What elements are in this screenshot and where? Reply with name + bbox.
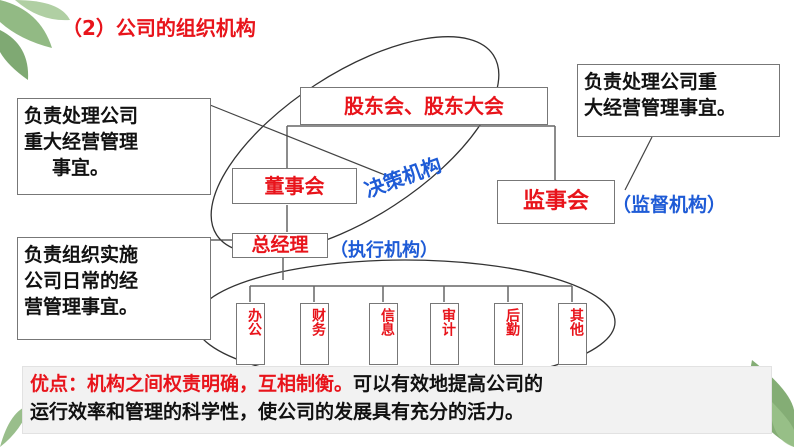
leaf-decoration-top-left <box>0 0 70 80</box>
node-shareholders: 股东会、股东大会 <box>300 87 548 125</box>
note-left-mid: 负责组织实施 公司日常的经 营管理事宜。 <box>17 237 211 340</box>
note-left-mid-line: 营管理事宜。 <box>24 296 139 318</box>
note-right-top-line: 大经营管理事宜。 <box>584 97 737 119</box>
decision-ellipse <box>210 36 500 254</box>
tag-supervise: （监督机构） <box>612 194 727 216</box>
dept-logistics: 后勤 <box>494 303 523 365</box>
note-left-top: 负责处理公司 重大经营管理 事宜。 <box>17 98 211 195</box>
note-left-mid-line: 公司日常的经 <box>24 270 139 292</box>
summary-line-1: 优点：机构之间权责明确，互相制衡。可以有效地提高公司的 <box>30 370 543 398</box>
summary-line-1-rest: 可以有效地提高公司的 <box>353 373 544 395</box>
summary-band <box>22 366 772 434</box>
node-board: 董事会 <box>232 168 357 204</box>
org-connectors <box>249 125 573 302</box>
tag-execute: （执行机构） <box>330 240 438 261</box>
note-left-top-line: 重大经营管理 <box>24 131 139 153</box>
node-manager: 总经理 <box>232 233 328 258</box>
dept-office: 办公 <box>236 303 265 365</box>
summary-label: 优点：机构之间权责明确，互相制衡。 <box>30 373 354 395</box>
note-right-top: 负责处理公司重 大经营管理事宜。 <box>577 64 780 137</box>
note-left-top-line: 事宜。 <box>52 157 110 179</box>
dept-information: 信息 <box>369 303 398 365</box>
note-left-top-line: 负责处理公司 <box>24 105 139 127</box>
note-right-top-line: 负责处理公司重 <box>584 71 718 93</box>
note-left-mid-line: 负责组织实施 <box>24 244 139 266</box>
dept-audit: 审计 <box>430 303 459 365</box>
summary-text: 优点：机构之间权责明确，互相制衡。可以有效地提高公司的 运行效率和管理的科学性，… <box>30 370 543 426</box>
node-supervisors: 监事会 <box>497 180 615 224</box>
dept-finance: 财务 <box>300 303 329 365</box>
summary-line-2: 运行效率和管理的科学性，使公司的发展具有充分的活力。 <box>30 401 525 423</box>
page-title: （2）公司的组织机构 <box>62 16 256 40</box>
dept-other: 其他 <box>558 303 587 365</box>
